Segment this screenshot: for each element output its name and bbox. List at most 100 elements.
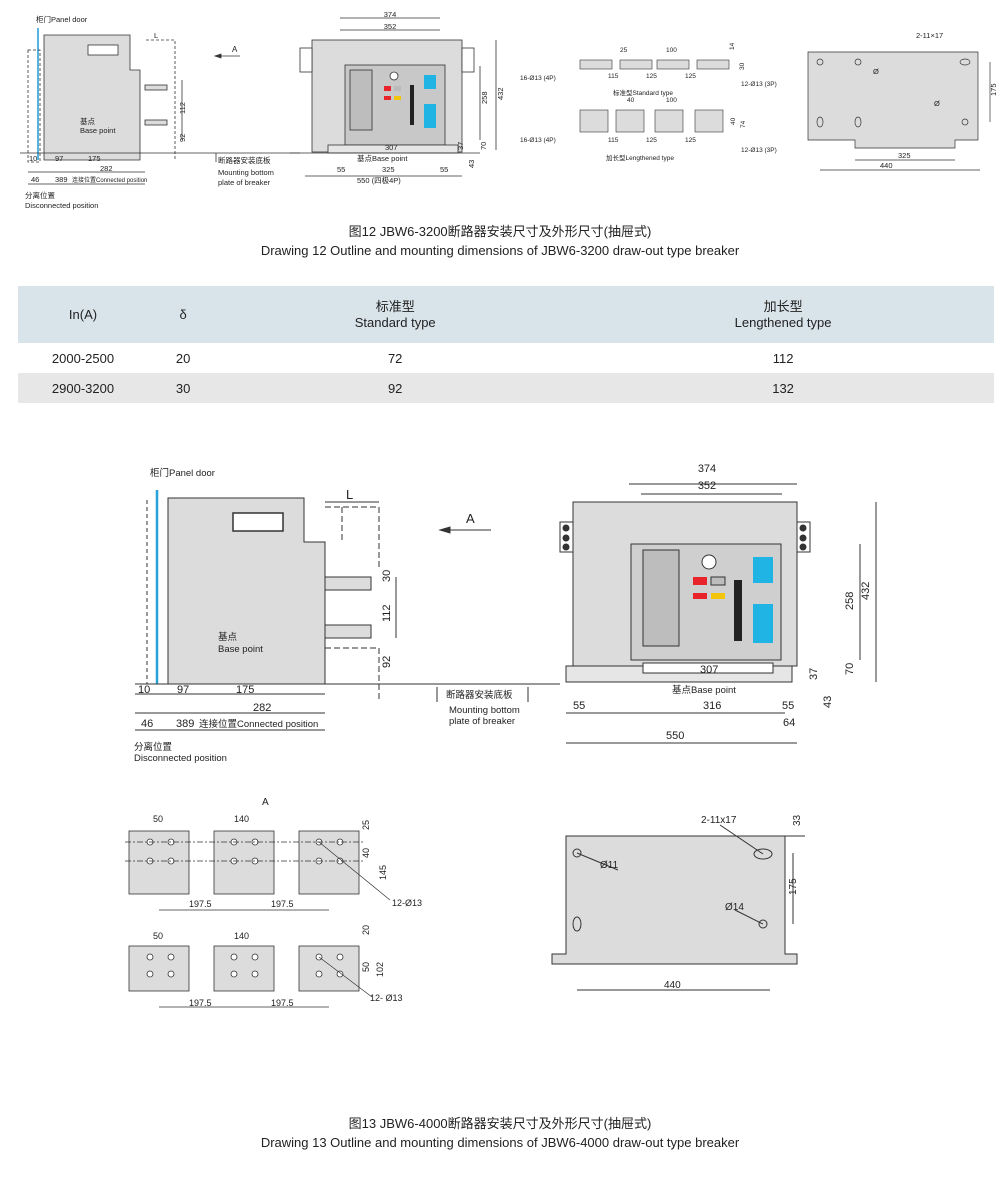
fig12-dim-92: 92	[178, 134, 187, 142]
fig12-term-30: 30	[739, 62, 746, 70]
fig12-plate-labels: 2-11×17 175 Ø Ø 325 440	[873, 31, 998, 170]
fig12-arrow-a: A	[232, 45, 238, 54]
fig13-term-40: 40	[361, 848, 371, 858]
caption12-zh: 图12 JBW6-3200断路器安装尺寸及外形尺寸(抽屉式)	[348, 224, 652, 239]
fig13-term-20: 20	[361, 925, 371, 935]
fig12-dim-55b: 55	[440, 165, 448, 174]
figure-13-caption: 图13 JBW6-4000断路器安装尺寸及外形尺寸(抽屉式) Drawing 1…	[0, 1114, 1000, 1152]
fig12-dim-307: 307	[385, 143, 398, 152]
fig13-plate-dia11: Ø11	[600, 860, 619, 871]
table-cell: 112	[772, 350, 794, 366]
fig12-plate-175: 175	[989, 83, 998, 96]
fig13-conn-label: 连接位置Connected position	[199, 718, 318, 730]
fig13-mount-en2: plate of breaker	[449, 716, 515, 727]
fig13-front-labels: 374 352 258 432 307 37 70 43 基点Base poin…	[573, 463, 872, 742]
fig12-dim-112: 112	[178, 102, 187, 114]
fig13-plate-440: 440	[664, 980, 681, 991]
fig13-term-140b: 140	[234, 931, 249, 941]
fig12-dim-70: 70	[479, 142, 488, 150]
fig12-plate-440: 440	[880, 161, 893, 170]
fig12-base-label: 基点Base point	[357, 153, 408, 163]
fig12-term-16holes-b: 16-Ø13 (4P)	[520, 137, 556, 144]
fig12-terminal-views	[579, 59, 730, 133]
fig12-front-view	[290, 17, 497, 177]
table-cell: 30	[148, 373, 219, 403]
fig13-dim-175: 175	[236, 684, 254, 696]
fig12-dim-352: 352	[384, 22, 397, 31]
table-cell: 2900-3200	[18, 373, 148, 403]
figure-12-caption: 图12 JBW6-3200断路器安装尺寸及外形尺寸(抽屉式) Drawing 1…	[0, 222, 1000, 260]
fig12-mount-en2: plate of breaker	[218, 178, 271, 187]
fig13-dim-258: 258	[844, 592, 856, 610]
fig12-dim-175: 175	[88, 154, 101, 163]
fig13-term-12holes: 12-Ø13	[392, 898, 422, 908]
fig12-term-125b: 125	[685, 73, 696, 80]
fig13-dim-55b: 55	[782, 700, 794, 712]
fig12-mount-en1: Mounting bottom	[218, 168, 274, 177]
fig12-panel-door-label: 柜门Panel door	[36, 14, 88, 24]
fig13-dim-37: 37	[808, 668, 820, 680]
fig12-term-12holes: 12-Ø13 (3P)	[741, 81, 777, 88]
fig13-term-1975c: 197.5	[189, 998, 212, 1008]
fig13-dim-316: 316	[703, 700, 721, 712]
fig13-terminal-lines	[125, 841, 391, 1008]
fig13-term-1975d: 197.5	[271, 998, 294, 1008]
table-cell: 2000-2500	[51, 350, 115, 366]
fig12-term-40b: 40	[730, 117, 737, 125]
table-row: 2000-2500 20 72 112	[18, 343, 994, 373]
fig12-plate-325: 325	[898, 151, 911, 160]
fig13-term-50c: 50	[361, 962, 371, 972]
fig13-base-en: Base point	[218, 644, 263, 655]
fig12-plate-dia2: Ø	[934, 99, 940, 108]
fig13-term-12holes-b: 12- Ø13	[370, 993, 403, 1003]
fig12-term-25: 25	[620, 47, 628, 54]
header-in: In(A)	[18, 286, 148, 343]
fig12-len-type: 加长型Lengthened type	[606, 153, 674, 162]
caption13-zh: 图13 JBW6-4000断路器安装尺寸及外形尺寸(抽屉式)	[348, 1116, 652, 1131]
fig12-mount-zh: 断路器安装底板	[218, 155, 271, 165]
fig13-term-145: 145	[378, 865, 388, 880]
fig13-plate-slot: 2-11x17	[701, 815, 737, 826]
fig12-front-labels: 374 352 258 432 307 37 70 43 基点Base poin…	[337, 10, 505, 185]
fig12-base-zh: 基点	[80, 116, 95, 126]
fig13-dim-92: 92	[381, 656, 393, 668]
fig13-disc-en: Disconnected position	[134, 753, 227, 764]
fig13-dim-550: 550	[666, 730, 684, 742]
fig12-plate-slot: 2-11×17	[916, 31, 943, 40]
fig12-term-16holes: 16-Ø13 (4P)	[520, 75, 556, 82]
fig13-panel-door-label: 柜门Panel door	[150, 467, 215, 479]
fig12-dim-46: 46	[31, 175, 39, 184]
table-cell: 132	[572, 373, 994, 403]
fig12-disc-zh: 分离位置	[25, 190, 55, 200]
fig13-dim-43: 43	[822, 696, 834, 708]
fig12-plate-view	[807, 51, 991, 171]
fig12-dim-55: 55	[337, 165, 345, 174]
fig12-term-100: 100	[666, 47, 677, 54]
table-cell: 92	[218, 373, 573, 403]
fig13-front-view	[559, 483, 877, 744]
fig13-terminal-views	[128, 830, 360, 992]
fig13-term-140: 140	[234, 814, 249, 824]
fig12-dim-282: 282	[100, 164, 113, 173]
fig12-terminal-labels: 25 100 14 30 16-Ø13 (4P) 115 125 125 12-…	[520, 42, 777, 162]
fig12-term-100b: 100	[666, 97, 677, 104]
fig13-dim-97: 97	[177, 684, 189, 696]
table-cell: 20	[175, 350, 191, 366]
fig13-dim-282: 282	[253, 702, 271, 714]
fig13-dim-64: 64	[783, 717, 795, 729]
fig13-base-label: 基点Base point	[672, 684, 736, 696]
fig13-dim-374: 374	[698, 463, 716, 475]
fig12-term-115b: 115	[608, 137, 619, 144]
fig13-plate-dia14: Ø14	[725, 902, 744, 913]
table-row: 2900-3200 30 92 132	[18, 373, 994, 403]
fig13-plate-33: 33	[792, 814, 803, 826]
fig12-dim-L: L	[154, 31, 158, 40]
fig12-dim-325: 325	[382, 165, 395, 174]
fig13-side-view	[135, 490, 560, 731]
fig13-dim-432: 432	[860, 582, 872, 600]
fig12-dim-389: 389	[55, 175, 68, 184]
